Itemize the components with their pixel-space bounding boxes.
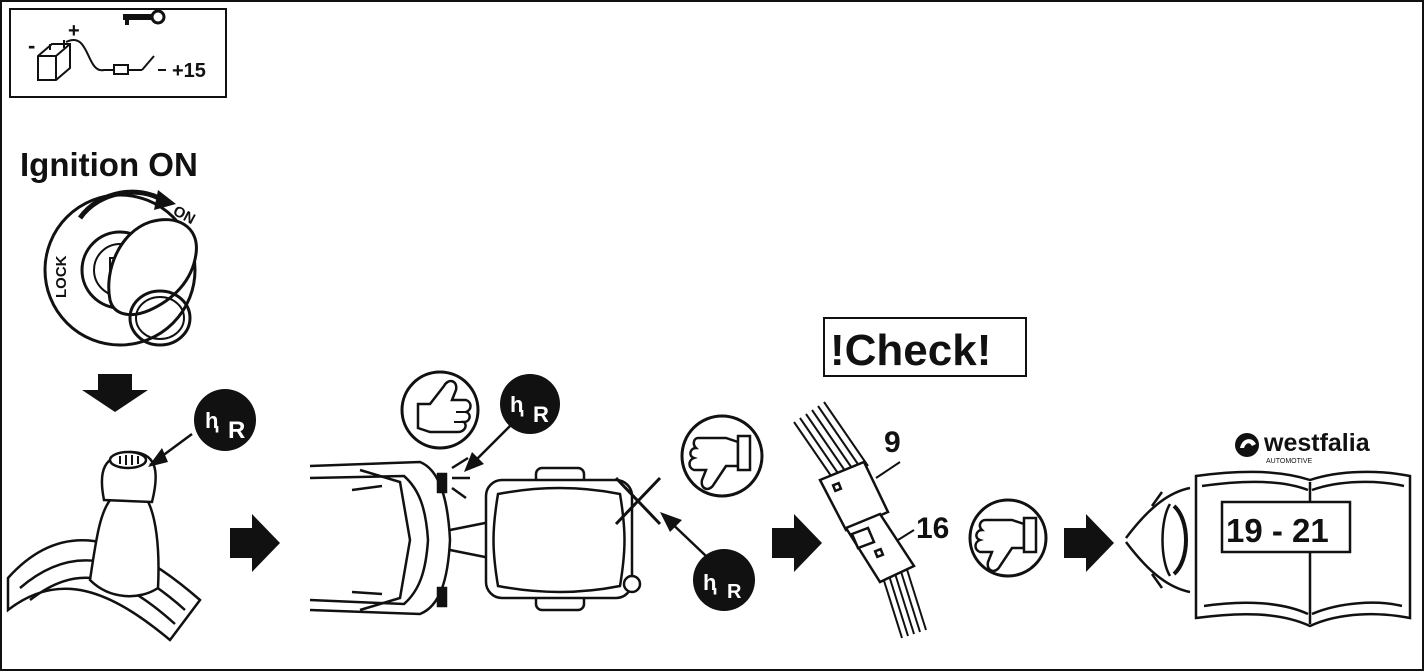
reverse-letter-2: R bbox=[533, 402, 549, 427]
connector-number-9: 9 bbox=[884, 426, 901, 459]
lock-label: LOCK bbox=[53, 255, 70, 298]
gear-shift-icon bbox=[6, 450, 202, 642]
light-flash bbox=[451, 456, 470, 500]
reverse-gear-badge-2: ⱨ R bbox=[500, 374, 560, 434]
battery-wire bbox=[65, 38, 114, 72]
check-label: !Check! bbox=[830, 326, 991, 375]
westfalia-logo: westfalia AUTOMOTIVE bbox=[1235, 429, 1371, 465]
reverse-gear-badge: ⱨ R bbox=[194, 389, 256, 451]
reverse-letter: R bbox=[228, 417, 245, 444]
trailer-icon bbox=[449, 466, 642, 612]
manual-book-icon bbox=[1194, 470, 1412, 628]
connector-upper bbox=[818, 460, 890, 532]
check-label-box: !Check! bbox=[823, 317, 1027, 377]
broken-light-cross bbox=[614, 476, 662, 526]
fuse-icon bbox=[113, 64, 129, 75]
down-arrow-icon bbox=[82, 374, 148, 412]
brand-name: westfalia bbox=[1263, 429, 1371, 457]
terminal-label: +15 bbox=[172, 60, 206, 82]
brand-sub: AUTOMOTIVE bbox=[1266, 458, 1312, 465]
thumbs-down-icon-2 bbox=[968, 498, 1048, 578]
battery-plus-label: + bbox=[68, 20, 80, 42]
connector-number-16: 16 bbox=[916, 512, 949, 545]
gear-glyph-3: ⱨ bbox=[703, 570, 717, 595]
ignition-lock: ON LOCK bbox=[43, 189, 198, 347]
gear-glyph-2: ⱨ bbox=[510, 392, 524, 417]
turn-arrow-icon bbox=[77, 189, 164, 220]
battery-minus-label: - bbox=[28, 33, 35, 58]
right-arrow-icon-2 bbox=[772, 514, 822, 572]
eye-icon bbox=[1125, 486, 1191, 594]
gear-glyph: ⱨ bbox=[205, 408, 219, 433]
battery-circuit-box: - + +15 bbox=[9, 8, 227, 98]
car-rear-icon bbox=[309, 460, 452, 616]
switch-icon bbox=[141, 55, 155, 71]
right-arrow-icon bbox=[230, 514, 280, 572]
thumbs-up-icon bbox=[400, 370, 480, 450]
manual-page-range: 19 - 21 bbox=[1226, 512, 1329, 549]
connector-lower bbox=[844, 512, 916, 584]
key-icon bbox=[123, 9, 166, 25]
battery-icon bbox=[37, 40, 71, 81]
page-title: Ignition ON bbox=[20, 146, 198, 183]
car-key-icon bbox=[107, 218, 198, 347]
reverse-gear-badge-3: ⱨ R bbox=[693, 549, 755, 611]
right-arrow-icon-3 bbox=[1064, 514, 1114, 572]
thumbs-down-icon bbox=[680, 414, 764, 498]
reverse-letter-3: R bbox=[727, 581, 742, 603]
